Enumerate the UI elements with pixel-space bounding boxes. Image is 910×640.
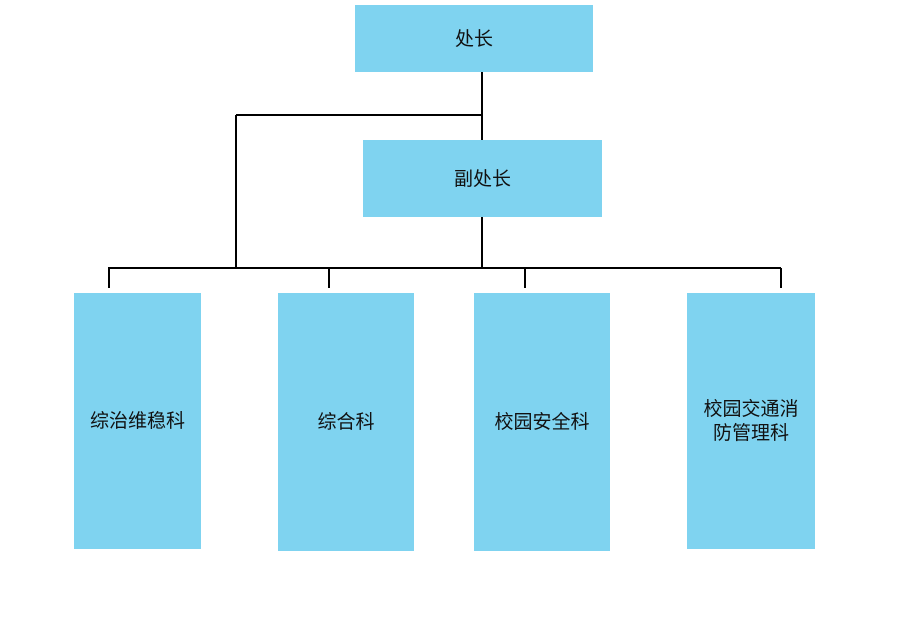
department-box-comprehensive-stability: 综治维稳科	[74, 293, 201, 549]
department-box-traffic-fire: 校园交通消防管理科	[687, 293, 815, 549]
department-label: 校园交通消防管理科	[703, 398, 799, 444]
deputy-box: 副处长	[363, 140, 602, 217]
deputy-label: 副处长	[453, 167, 511, 190]
department-label: 综合科	[317, 411, 375, 433]
department-box-campus-safety: 校园安全科	[474, 293, 610, 551]
department-label: 校园安全科	[494, 411, 590, 433]
chief-box: 处长	[355, 5, 593, 72]
department-box-general: 综合科	[278, 293, 414, 551]
chief-label: 处长	[454, 27, 493, 50]
department-label: 综治维稳科	[89, 410, 185, 432]
